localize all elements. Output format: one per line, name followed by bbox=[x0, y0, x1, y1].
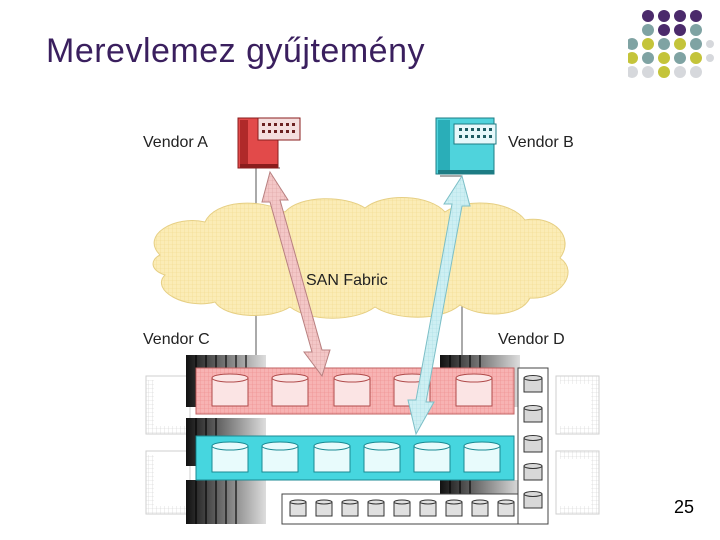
vendor-d-tower bbox=[517, 367, 549, 525]
vendor-a-server bbox=[237, 117, 301, 169]
red-storage-array bbox=[195, 367, 515, 415]
vendor-a-label: Vendor A bbox=[143, 134, 208, 151]
slide-title: Merevlemez gyűjtemény bbox=[46, 32, 425, 70]
vendor-a-path-arrow bbox=[261, 170, 331, 378]
cyan-storage-array bbox=[195, 435, 515, 481]
vendor-c-label: Vendor C bbox=[143, 331, 210, 348]
decorative-dot-grid bbox=[628, 10, 714, 78]
vendor-b-server bbox=[435, 117, 497, 175]
san-fabric-label: SAN Fabric bbox=[306, 272, 388, 289]
vendor-d-label: Vendor D bbox=[498, 331, 565, 348]
page-number: 25 bbox=[673, 497, 694, 517]
san-fabric-cloud bbox=[152, 197, 569, 319]
bottom-storage-array bbox=[281, 493, 545, 525]
vendor-b-path-arrow bbox=[407, 174, 471, 436]
vendor-b-label: Vendor B bbox=[508, 134, 574, 151]
storage-backplane bbox=[146, 376, 599, 514]
